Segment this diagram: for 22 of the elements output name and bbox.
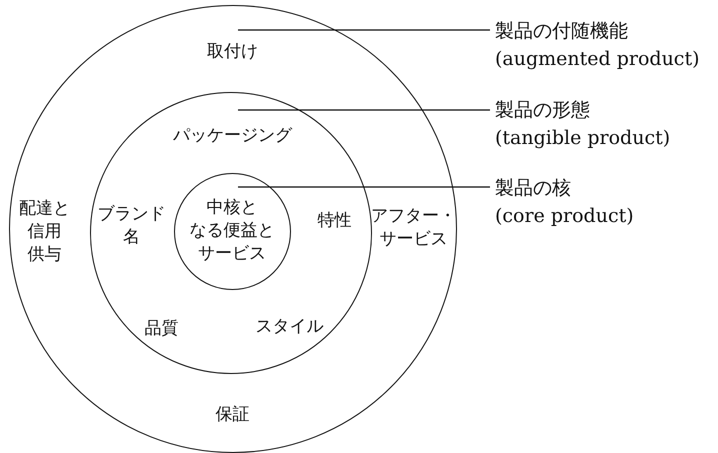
inner-circle <box>174 173 292 290</box>
ring-label: スタイル <box>255 316 324 339</box>
level-subtitle: (tangible product) <box>495 126 672 151</box>
ring-label: パッケージング <box>172 124 292 148</box>
leader-line <box>238 186 490 188</box>
ring-label: 配達と信用供与 <box>19 197 70 266</box>
level-subtitle: (core product) <box>495 204 635 229</box>
ring-label: 取付け <box>207 40 258 64</box>
ring-label: アフター・サービス <box>371 204 456 251</box>
ring-label: 品質 <box>144 318 178 341</box>
core-label: 中核となる便益とサービス <box>190 196 275 266</box>
level-subtitle: (augmented product) <box>495 47 700 72</box>
leader-line <box>238 109 490 111</box>
outer-circle <box>9 5 457 453</box>
ring-label: 特性 <box>317 210 352 233</box>
level-title: 製品の核 <box>495 176 572 201</box>
leader-line <box>238 29 490 31</box>
level-title: 製品の付随機能 <box>495 19 629 44</box>
level-title: 製品の形態 <box>495 98 591 123</box>
ring-label: 保証 <box>216 403 250 426</box>
ring-label: ブランド名 <box>97 203 166 250</box>
middle-circle <box>90 92 372 374</box>
